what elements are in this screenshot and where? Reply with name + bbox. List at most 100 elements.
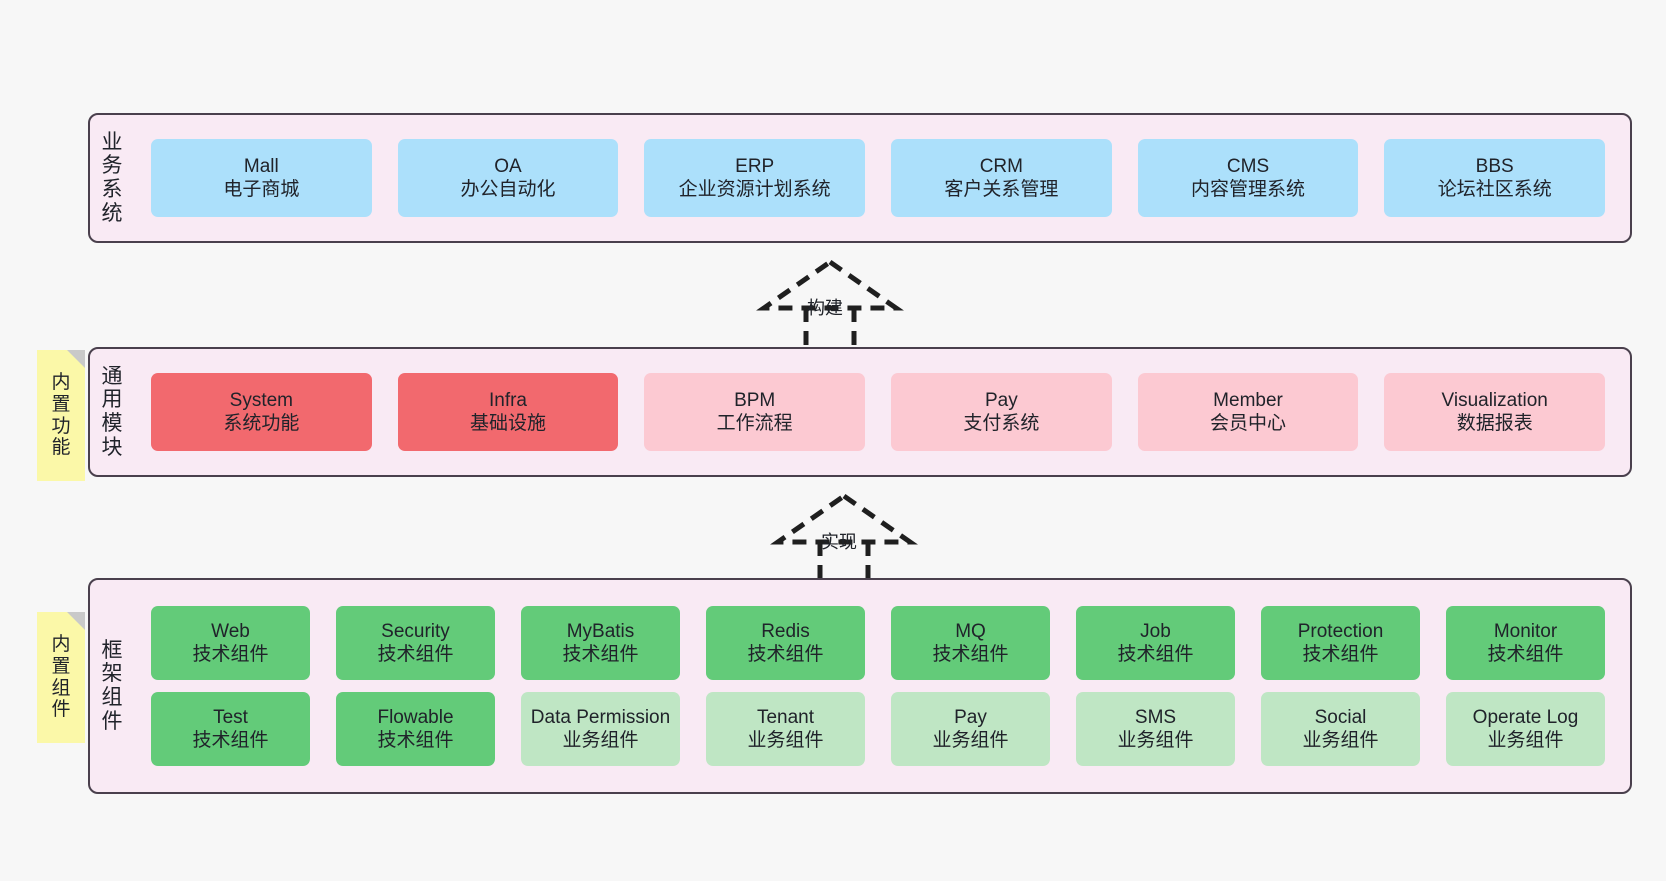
node-subtitle: 技术组件 xyxy=(377,644,454,665)
node-subtitle: 企业资源计划系统 xyxy=(678,179,831,200)
label-char: 用 xyxy=(101,388,123,412)
node-mybatis[interactable]: MyBatis 技术组件 xyxy=(521,606,680,680)
node-bbs[interactable]: BBS 论坛社区系统 xyxy=(1384,139,1606,217)
layer-framework-component-label: 框 架 组 件 xyxy=(90,580,134,792)
connector-build: 构建 xyxy=(756,258,904,350)
node-title: Job xyxy=(1140,620,1171,642)
layer-common-module-body: System 系统功能 Infra 基础设施 BPM 工作流程 Pay 支付系统… xyxy=(134,349,1630,475)
node-title: Web xyxy=(211,620,250,642)
sticky-char: 组 xyxy=(51,677,71,699)
sticky-char: 置 xyxy=(51,655,71,677)
label-char: 架 xyxy=(101,662,123,686)
node-data-permission[interactable]: Data Permission 业务组件 xyxy=(521,692,680,766)
layer-business-system-body: Mall 电子商城 OA 办公自动化 ERP 企业资源计划系统 CRM 客户关系… xyxy=(134,115,1630,241)
node-title: Tenant xyxy=(756,706,815,728)
node-erp[interactable]: ERP 企业资源计划系统 xyxy=(644,139,866,217)
layer-framework-component: 框 架 组 件 Web 技术组件 Security 技术组件 MyBatis 技… xyxy=(88,578,1632,794)
node-title: MQ xyxy=(955,620,986,642)
node-subtitle: 业务组件 xyxy=(1302,730,1379,751)
node-title: Mall xyxy=(243,155,279,177)
layer-framework-component-body: Web 技术组件 Security 技术组件 MyBatis 技术组件 Redi… xyxy=(134,580,1630,792)
node-title: Monitor xyxy=(1493,620,1558,642)
node-operate-log[interactable]: Operate Log 业务组件 xyxy=(1446,692,1605,766)
node-subtitle: 技术组件 xyxy=(192,644,269,665)
label-char: 系 xyxy=(101,178,123,201)
node-subtitle: 技术组件 xyxy=(1302,644,1379,665)
node-title: Pay xyxy=(984,389,1018,411)
sticky-fold-icon xyxy=(67,612,85,630)
node-subtitle: 内容管理系统 xyxy=(1191,179,1306,200)
layer-business-system: 业 务 系 统 Mall 电子商城 OA 办公自动化 ERP 企业资源计划系统 … xyxy=(88,113,1632,243)
label-char: 组 xyxy=(101,686,123,709)
node-mall[interactable]: Mall 电子商城 xyxy=(151,139,372,217)
node-subtitle: 系统功能 xyxy=(223,413,300,434)
node-title: Member xyxy=(1213,389,1283,411)
node-subtitle: 技术组件 xyxy=(377,730,454,751)
node-title: Redis xyxy=(761,620,810,642)
node-title: BPM xyxy=(734,389,776,411)
node-bpm[interactable]: BPM 工作流程 xyxy=(644,373,866,451)
node-subtitle: 业务组件 xyxy=(747,730,824,751)
node-system[interactable]: System 系统功能 xyxy=(151,373,372,451)
node-member[interactable]: Member 会员中心 xyxy=(1137,373,1359,451)
node-mq[interactable]: MQ 技术组件 xyxy=(891,606,1050,680)
node-monitor[interactable]: Monitor 技术组件 xyxy=(1446,606,1605,680)
node-social[interactable]: Social 业务组件 xyxy=(1261,692,1420,766)
label-char: 框 xyxy=(101,638,123,662)
connector-implement: 实现 xyxy=(770,492,918,584)
node-subtitle: 业务组件 xyxy=(1487,730,1564,751)
sticky-char: 内 xyxy=(51,633,71,655)
node-subtitle: 办公自动化 xyxy=(460,179,556,200)
sticky-char: 置 xyxy=(51,393,71,415)
sticky-char: 能 xyxy=(51,437,71,459)
node-subtitle: 业务组件 xyxy=(562,730,639,751)
node-title: CRM xyxy=(979,155,1023,177)
connector-implement-arrow xyxy=(770,492,918,584)
node-security[interactable]: Security 技术组件 xyxy=(336,606,495,680)
node-title: Visualization xyxy=(1441,389,1548,411)
node-job[interactable]: Job 技术组件 xyxy=(1076,606,1235,680)
sticky-note-builtin-function: 内 置 功 能 xyxy=(37,350,85,481)
node-pay[interactable]: Pay 支付系统 xyxy=(891,373,1112,451)
node-title: BBS xyxy=(1475,155,1514,177)
node-subtitle: 基础设施 xyxy=(470,413,547,434)
node-subtitle: 客户关系管理 xyxy=(944,179,1059,200)
connector-implement-label: 实现 xyxy=(821,532,857,552)
label-char: 件 xyxy=(101,709,123,733)
node-title: Flowable xyxy=(377,706,454,728)
node-test[interactable]: Test 技术组件 xyxy=(151,692,310,766)
node-flowable[interactable]: Flowable 技术组件 xyxy=(336,692,495,766)
node-sms[interactable]: SMS 业务组件 xyxy=(1076,692,1235,766)
node-subtitle: 技术组件 xyxy=(747,644,824,665)
node-title: Test xyxy=(213,706,248,728)
layer-business-system-label: 业 务 系 统 xyxy=(90,115,134,241)
node-title: ERP xyxy=(735,155,775,177)
layer-common-module-label: 通 用 模 块 xyxy=(90,349,134,475)
node-tenant[interactable]: Tenant 业务组件 xyxy=(706,692,865,766)
node-subtitle: 论坛社区系统 xyxy=(1437,179,1552,200)
node-subtitle: 电子商城 xyxy=(223,179,300,200)
node-redis[interactable]: Redis 技术组件 xyxy=(706,606,865,680)
node-protection[interactable]: Protection 技术组件 xyxy=(1261,606,1420,680)
label-char: 通 xyxy=(101,364,123,388)
label-char: 统 xyxy=(101,201,123,225)
node-subtitle: 数据报表 xyxy=(1456,413,1533,434)
node-title: System xyxy=(229,389,294,411)
label-char: 务 xyxy=(101,154,123,178)
sticky-char: 内 xyxy=(51,371,71,393)
node-subtitle: 会员中心 xyxy=(1210,413,1287,434)
sticky-char: 件 xyxy=(51,699,71,721)
sticky-note-builtin-component: 内 置 组 件 xyxy=(37,612,85,743)
node-crm[interactable]: CRM 客户关系管理 xyxy=(891,139,1112,217)
node-title: CMS xyxy=(1226,155,1270,177)
node-subtitle: 业务组件 xyxy=(932,730,1009,751)
node-title: SMS xyxy=(1134,706,1177,728)
node-cms[interactable]: CMS 内容管理系统 xyxy=(1137,139,1359,217)
label-char: 模 xyxy=(101,412,123,435)
node-oa[interactable]: OA 办公自动化 xyxy=(397,139,619,217)
node-visualization[interactable]: Visualization 数据报表 xyxy=(1384,373,1606,451)
node-web[interactable]: Web 技术组件 xyxy=(151,606,310,680)
node-pay-business[interactable]: Pay 业务组件 xyxy=(891,692,1050,766)
node-infra[interactable]: Infra 基础设施 xyxy=(397,373,619,451)
